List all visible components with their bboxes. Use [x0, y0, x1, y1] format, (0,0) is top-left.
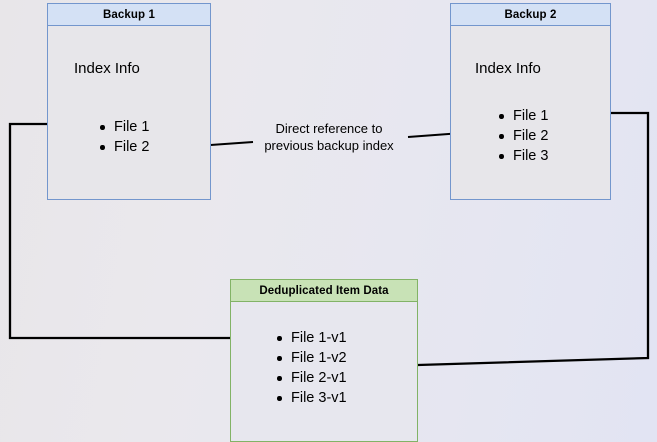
backup-1-file-list: File 1 File 2 [98, 117, 149, 157]
node-backup-2-header: Backup 2 [451, 4, 610, 26]
list-item: File 3-v1 [275, 388, 347, 408]
dedup-file-list: File 1-v1 File 1-v2 File 2-v1 File 3-v1 [275, 328, 347, 408]
list-item: File 2 [497, 126, 548, 146]
node-backup-2-body: Index Info File 1 File 2 File 3 [451, 26, 610, 199]
list-item: File 1-v1 [275, 328, 347, 348]
node-backup-1-body: Index Info File 1 File 2 [48, 26, 210, 199]
list-item: File 1-v2 [275, 348, 347, 368]
backup-2-index-info-label: Index Info [475, 60, 541, 77]
edge-label-direct-reference: Direct reference to previous backup inde… [264, 121, 394, 153]
backup-1-index-info-label: Index Info [74, 60, 140, 77]
list-item: File 2-v1 [275, 368, 347, 388]
node-backup-2[interactable]: Backup 2 Index Info File 1 File 2 File 3 [450, 3, 611, 200]
node-deduplicated-item-data-header: Deduplicated Item Data [231, 280, 417, 302]
list-item: File 2 [98, 137, 149, 157]
node-backup-1-header: Backup 1 [48, 4, 210, 26]
list-item: File 1 [98, 117, 149, 137]
node-backup-1[interactable]: Backup 1 Index Info File 1 File 2 [47, 3, 211, 200]
list-item: File 3 [497, 146, 548, 166]
node-deduplicated-item-data-body: File 1-v1 File 1-v2 File 2-v1 File 3-v1 [231, 302, 417, 441]
node-deduplicated-item-data[interactable]: Deduplicated Item Data File 1-v1 File 1-… [230, 279, 418, 442]
backup-2-file-list: File 1 File 2 File 3 [497, 106, 548, 166]
list-item: File 1 [497, 106, 548, 126]
